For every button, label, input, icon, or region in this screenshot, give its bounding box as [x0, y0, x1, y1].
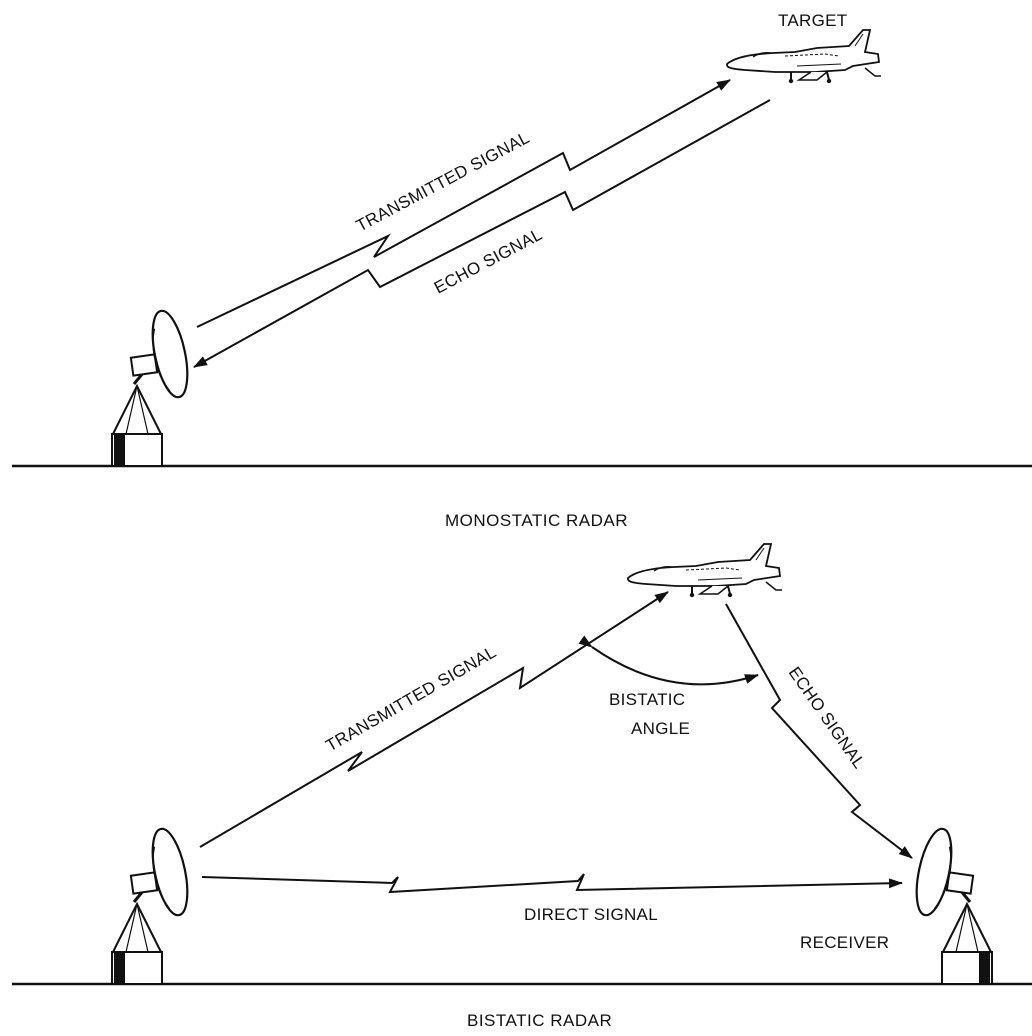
- bistatic-receiver-antenna: [910, 826, 992, 984]
- direct-signal-label: DIRECT SIGNAL: [524, 905, 658, 924]
- monostatic-echo-signal: [193, 99, 771, 368]
- monostatic-target-aircraft: [725, 29, 882, 85]
- bistatic-angle-label-line2: ANGLE: [631, 719, 690, 738]
- bistatic-direct-signal: [201, 873, 903, 894]
- target-label: TARGET: [778, 11, 848, 30]
- bistatic-target-aircraft: [626, 543, 783, 599]
- bistatic-angle-arc: [578, 635, 759, 686]
- bistatic-echo-signal: [725, 603, 913, 859]
- bistatic-section: TRANSMITTED SIGNAL BISTATIC ANGLE ECHO S…: [12, 543, 1032, 1030]
- bistatic-echo-label: ECHO SIGNAL: [785, 663, 869, 772]
- bistatic-angle-label-line1: BISTATIC: [609, 690, 685, 709]
- receiver-label: RECEIVER: [800, 933, 889, 952]
- bistatic-caption: BISTATIC RADAR: [467, 1011, 612, 1030]
- monostatic-radar-antenna: [110, 306, 196, 468]
- bistatic-transmitter-antenna: [110, 824, 196, 986]
- monostatic-echo-label: ECHO SIGNAL: [431, 225, 545, 298]
- monostatic-caption: MONOSTATIC RADAR: [445, 511, 628, 530]
- monostatic-section: TARGET TRANSMITTED SIGNAL ECHO SIGNAL MO…: [12, 11, 1032, 530]
- bistatic-transmitted-signal: [199, 591, 669, 848]
- bistatic-transmitted-label: TRANSMITTED SIGNAL: [323, 642, 500, 755]
- monostatic-transmitted-signal: [196, 79, 731, 328]
